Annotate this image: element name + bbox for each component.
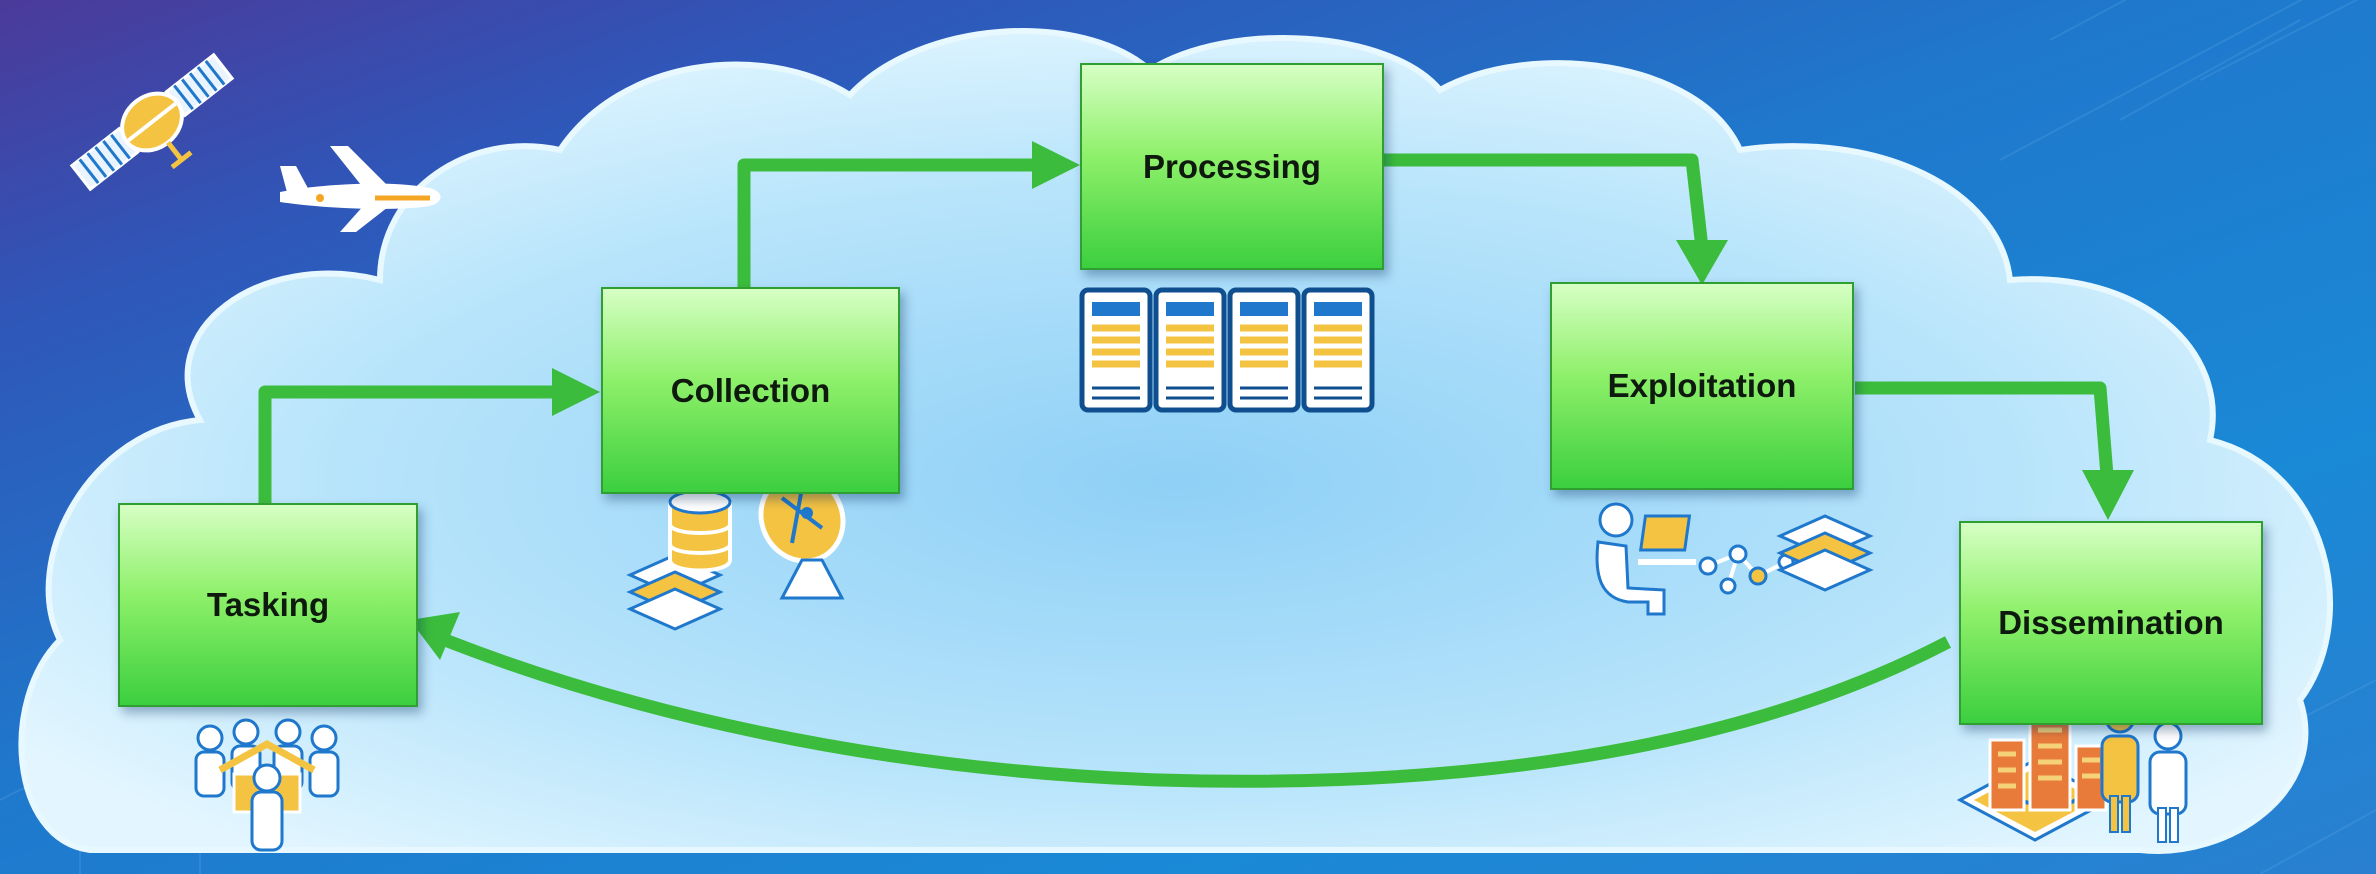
arrow-dissemination-to-tasking bbox=[432, 629, 1952, 788]
person-icon-2 bbox=[2148, 721, 2188, 843]
arrowhead-collection bbox=[552, 368, 600, 416]
network-icon bbox=[1698, 544, 1795, 595]
satellite-icon bbox=[69, 52, 235, 192]
arrow-exploitation-to-dissemination bbox=[1855, 381, 2115, 489]
analyst-computer-icon bbox=[1595, 502, 1696, 616]
step-processing-label: Processing bbox=[1143, 147, 1321, 185]
cloud-shape bbox=[18, 28, 2333, 854]
step-exploitation-label: Exploitation bbox=[1607, 367, 1797, 404]
arrowhead-dissemination bbox=[2082, 470, 2134, 520]
step-exploitation: Exploitation bbox=[1550, 282, 1854, 490]
arrow-heads bbox=[410, 141, 2134, 660]
layers-icon bbox=[626, 553, 724, 631]
arrowhead-tasking bbox=[410, 612, 460, 660]
arrowhead-processing bbox=[1032, 141, 1080, 189]
step-processing: Processing bbox=[1080, 63, 1384, 270]
step-dissemination-label: Dissemination bbox=[1998, 604, 2224, 641]
flow-arrows bbox=[258, 153, 2115, 788]
arrow-tasking-to-collection bbox=[258, 385, 560, 505]
people-group-icon bbox=[194, 718, 340, 852]
arrowhead-exploitation bbox=[1676, 240, 1728, 285]
layers-icon-exploitation bbox=[1776, 514, 1874, 592]
arrow-collection-to-processing bbox=[737, 158, 1040, 290]
step-collection: Collection bbox=[601, 287, 900, 494]
step-tasking-label: Tasking bbox=[206, 586, 330, 623]
step-collection-label: Collection bbox=[670, 371, 831, 409]
airplane-icon bbox=[280, 146, 441, 232]
step-tasking: Tasking bbox=[118, 503, 418, 707]
server-rack-icon bbox=[1079, 287, 1375, 413]
arrow-processing-to-exploitation bbox=[1382, 153, 1709, 249]
step-dissemination: Dissemination bbox=[1959, 521, 2263, 725]
database-icon bbox=[668, 489, 732, 573]
